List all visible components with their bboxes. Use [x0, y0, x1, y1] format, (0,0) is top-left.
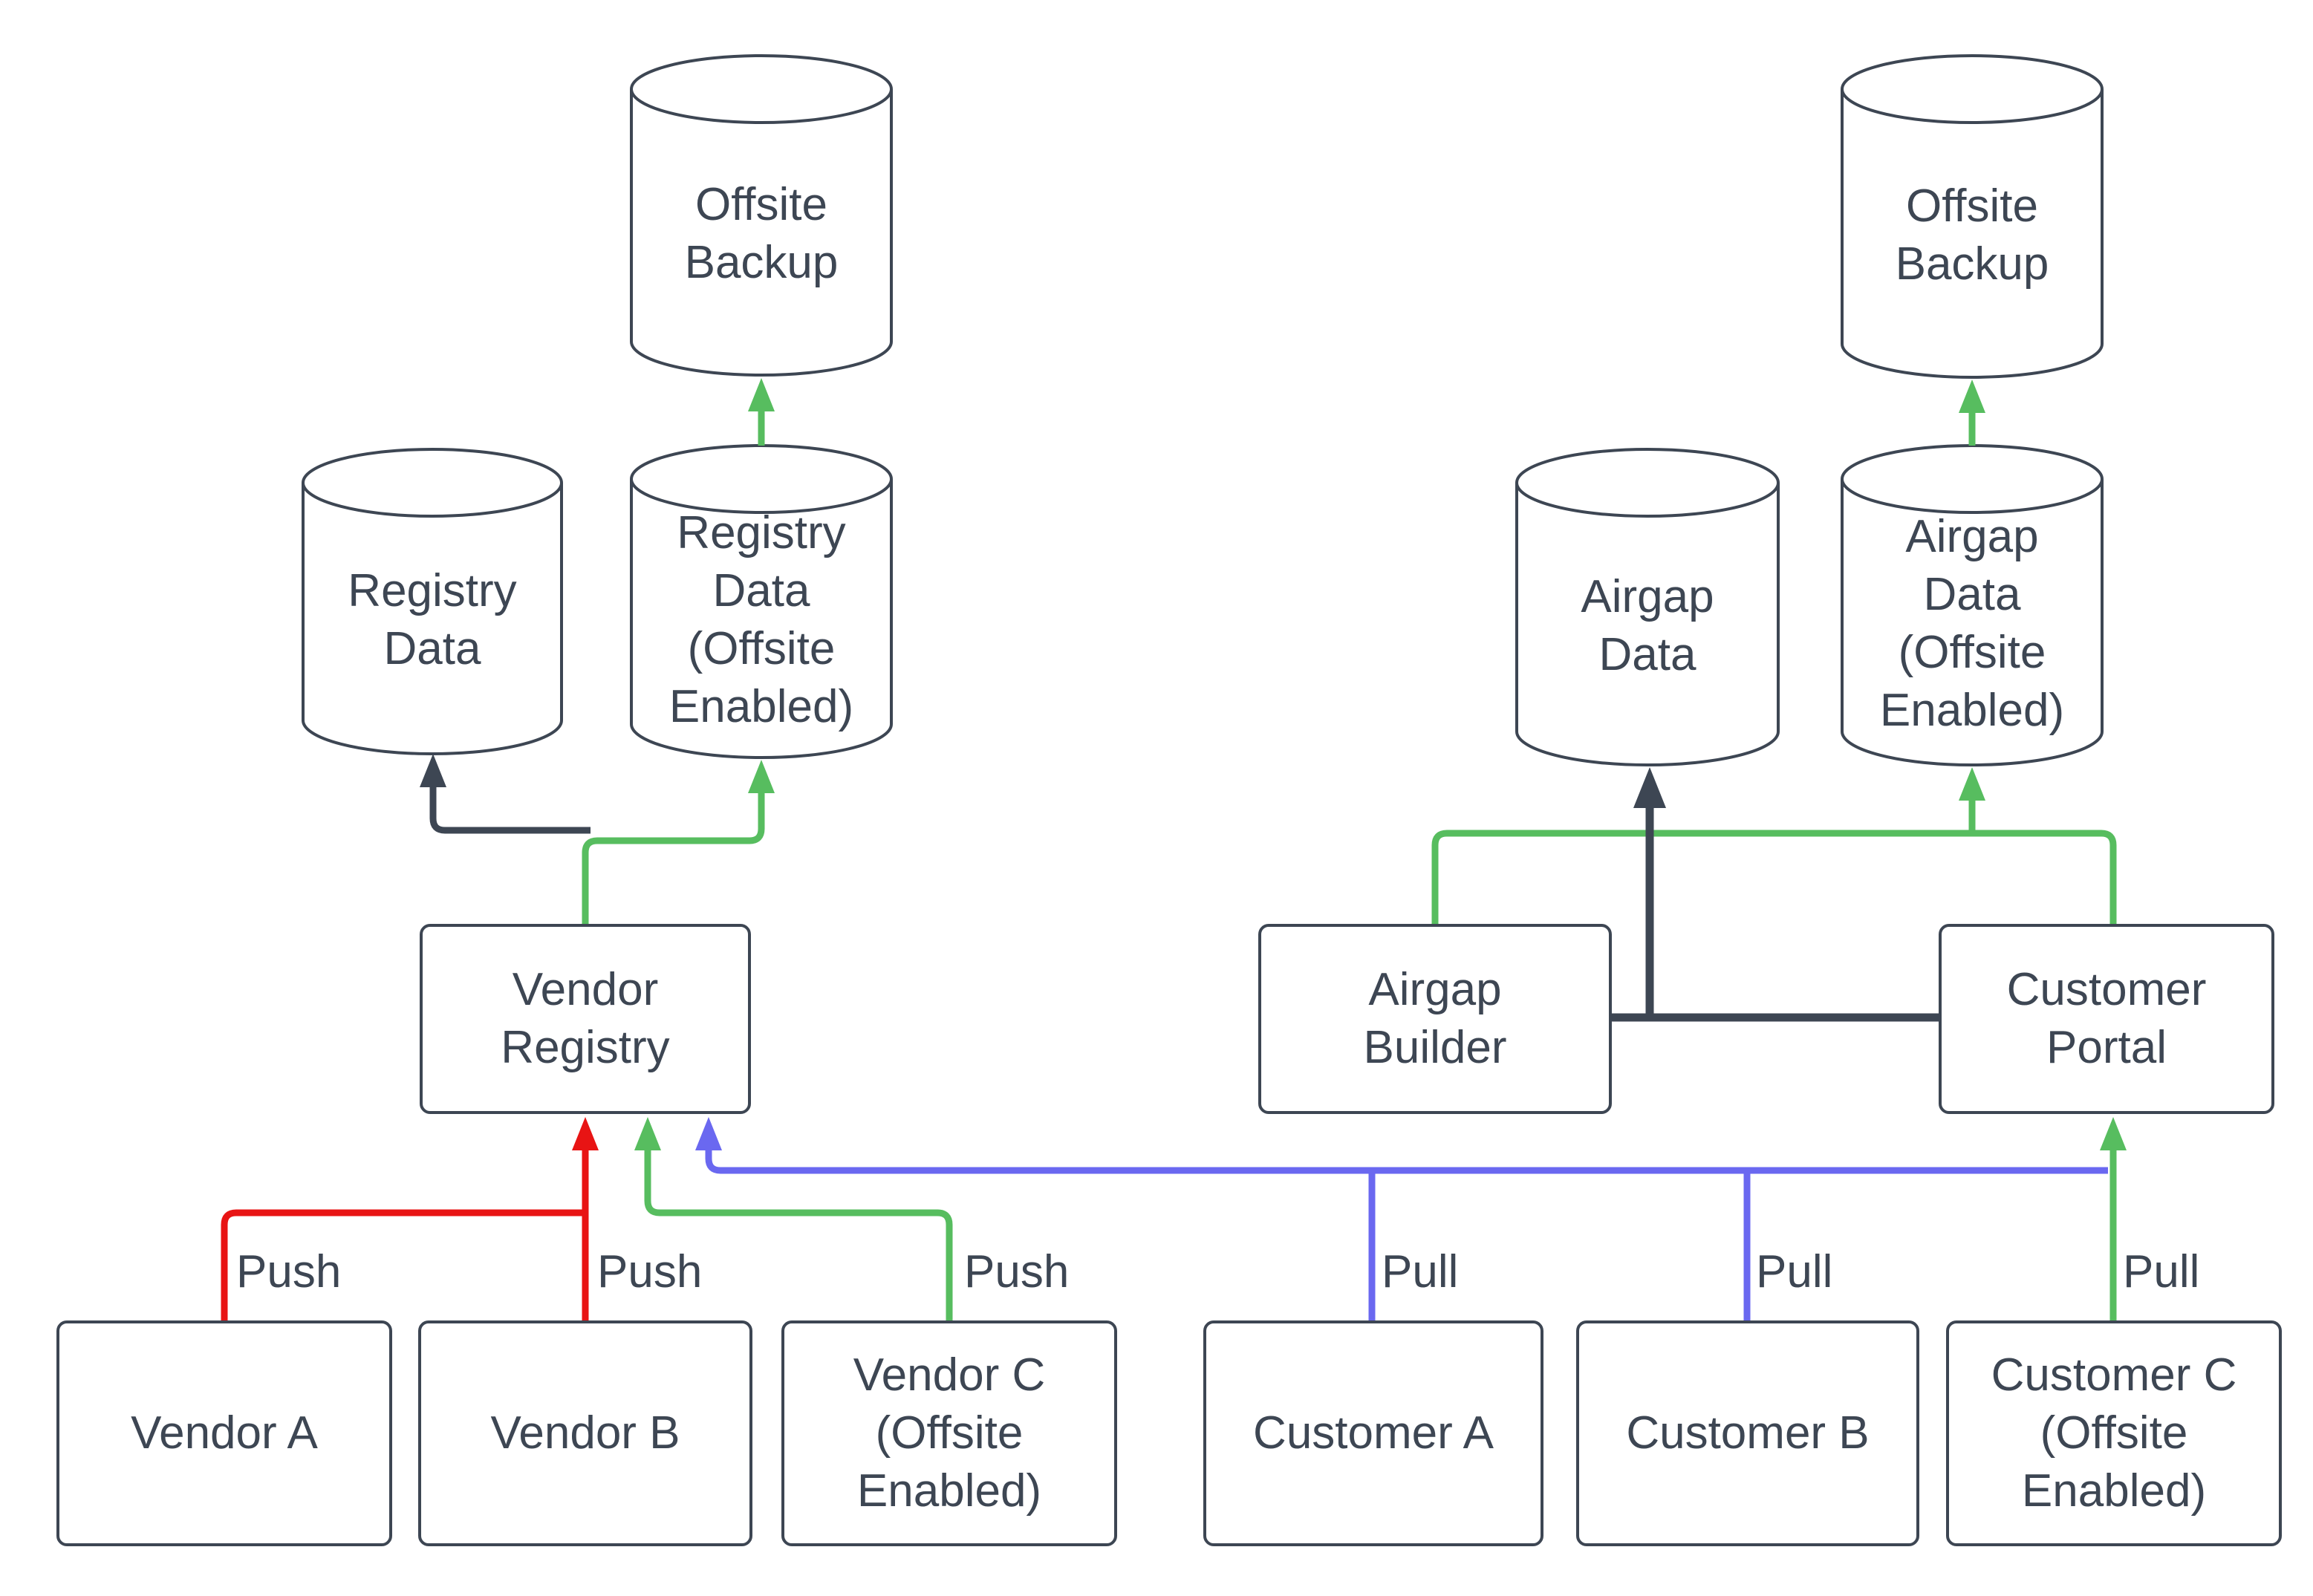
customer-b-node: Customer B [1576, 1320, 1919, 1546]
push-label-vendor-b: Push [597, 1246, 703, 1297]
vendor-a-label: Vendor A [131, 1407, 318, 1459]
customer-portal-label: Customer Portal [2006, 964, 2207, 1073]
customer-c-label: Customer C (Offsite Enabled) [1991, 1349, 2237, 1517]
offsite-backup-left-label-area: Offsite Backup [631, 108, 891, 360]
vendor-a-node: Vendor A [56, 1320, 392, 1546]
push-label-vendor-c: Push [964, 1246, 1070, 1297]
customer-a-node: Customer A [1203, 1320, 1543, 1546]
vendor-c-label: Vendor C (Offsite Enabled) [853, 1349, 1046, 1517]
registry-data-label: Registry Data [348, 565, 517, 674]
airgap-builder-label: Airgap Builder [1363, 964, 1507, 1073]
registry-data-offsite-cylinder [630, 444, 893, 759]
airgap-data-offsite-cylinder [1841, 444, 2104, 766]
airgap-data-label-area: Airgap Data [1517, 501, 1778, 750]
offsite-backup-left-cylinder [630, 54, 893, 377]
vendor-b-label: Vendor B [490, 1407, 680, 1459]
push-label-vendor-a: Push [236, 1246, 342, 1297]
customer-b-label: Customer B [1626, 1407, 1870, 1459]
customer-a-label: Customer A [1253, 1407, 1494, 1459]
edge-portal-green-backbone [1431, 830, 2117, 924]
edge-vendor-c-push [634, 1117, 953, 1320]
offsite-backup-left-label: Offsite Backup [684, 179, 839, 288]
edge-registry-to-registry-data [420, 754, 591, 834]
edge-customers-pull-backbone [695, 1117, 2108, 1174]
pull-label-customer-b: Pull [1756, 1246, 1833, 1297]
pull-label-customer-a: Pull [1382, 1246, 1459, 1297]
registry-data-cylinder [302, 448, 563, 755]
offsite-backup-right-label-area: Offsite Backup [1842, 108, 2102, 362]
edge-registry-to-offsite-data [582, 760, 775, 924]
airgap-builder-node: Airgap Builder [1258, 924, 1612, 1114]
offsite-backup-right-cylinder [1841, 54, 2104, 379]
airgap-data-offsite-label: Airgap Data (Offsite Enabled) [1879, 511, 2065, 736]
vendor-b-node: Vendor B [418, 1320, 752, 1546]
customer-portal-node: Customer Portal [1939, 924, 2274, 1114]
airgap-data-offsite-label-area: Airgap Data (Offsite Enabled) [1842, 498, 2102, 750]
airgap-data-label: Airgap Data [1581, 570, 1714, 680]
pull-label-customer-c: Pull [2123, 1246, 2200, 1297]
vendor-c-node: Vendor C (Offsite Enabled) [781, 1320, 1117, 1546]
edge-vendor-a-push [221, 1209, 582, 1320]
registry-data-offsite-label: Registry Data (Offsite Enabled) [668, 507, 854, 732]
offsite-backup-right-label: Offsite Backup [1895, 180, 2049, 290]
registry-data-offsite-label-area: Registry Data (Offsite Enabled) [631, 498, 891, 743]
customer-c-node: Customer C (Offsite Enabled) [1946, 1320, 2282, 1546]
vendor-registry-label: Vendor Registry [501, 964, 670, 1073]
vendor-registry-node: Vendor Registry [420, 924, 751, 1114]
registry-data-label-area: Registry Data [303, 501, 562, 739]
airgap-data-cylinder [1515, 448, 1780, 766]
